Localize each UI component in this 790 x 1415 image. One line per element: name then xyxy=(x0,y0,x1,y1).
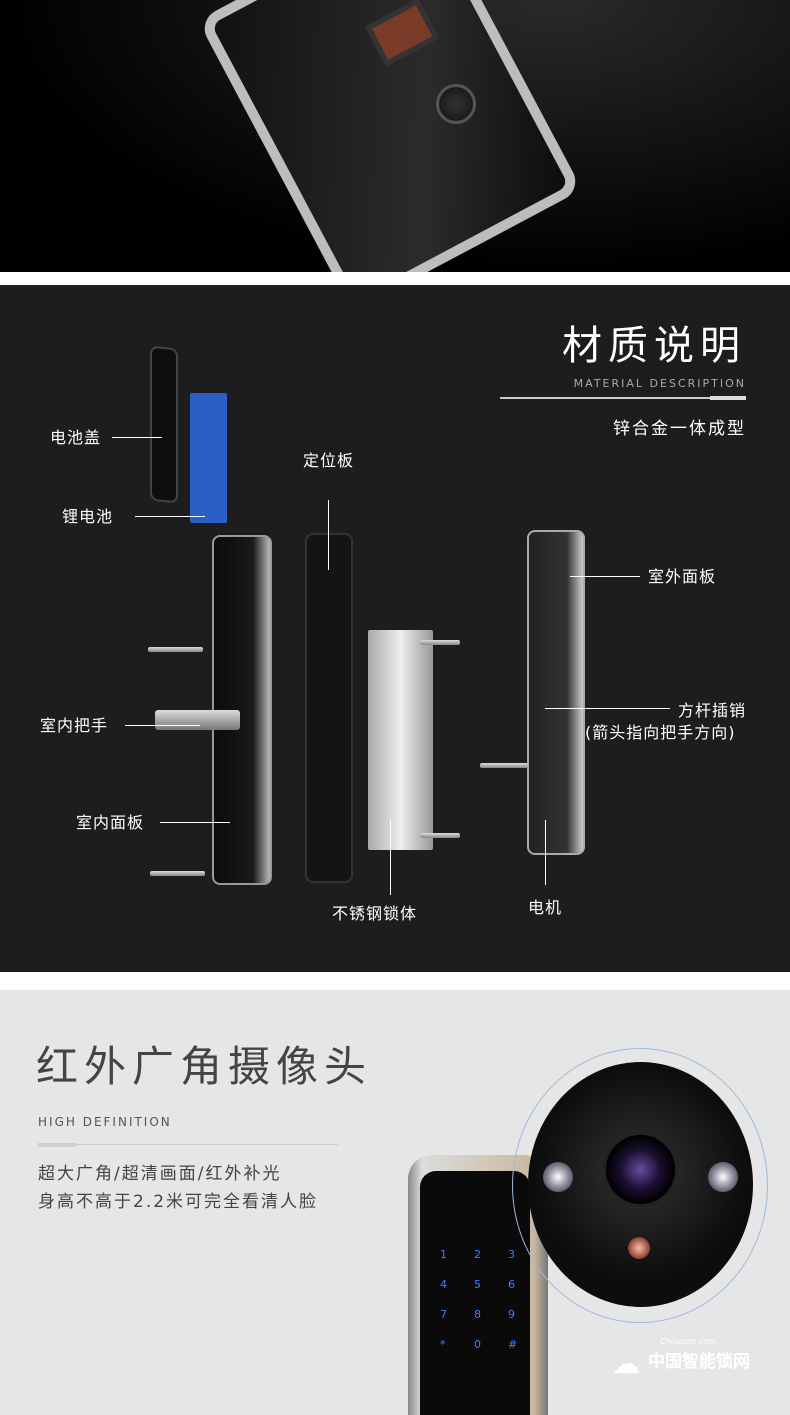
leader-line xyxy=(390,820,391,895)
keypad-key[interactable]: 2 xyxy=(474,1248,481,1261)
screw xyxy=(480,763,528,768)
material-section: 材质说明 MATERIAL DESCRIPTION 锌合金一体成型 电池盖 锂电… xyxy=(0,285,790,972)
label-square-pin: 方杆插销 xyxy=(678,701,747,720)
keypad-key[interactable]: 6 xyxy=(508,1278,515,1291)
section-title: 材质说明 xyxy=(562,323,746,369)
screw xyxy=(150,871,205,876)
watermark-text: 中国智能锁网 xyxy=(648,1352,750,1372)
watermark-sub: Chinazns.com xyxy=(660,1337,716,1346)
keypad-key[interactable]: 0 xyxy=(474,1338,481,1351)
ir-led-right xyxy=(708,1162,738,1192)
label-indoor-handle: 室内把手 xyxy=(40,716,109,735)
camera-section: 红外广角摄像头 HIGH DEFINITION 超大广角/超清画面/红外补光 身… xyxy=(0,990,790,1415)
ir-led-left xyxy=(543,1162,573,1192)
positioning-plate xyxy=(305,533,353,883)
material-desc: 锌合金一体成型 xyxy=(613,419,746,439)
outdoor-panel xyxy=(527,530,585,855)
label-lock-body: 不锈钢锁体 xyxy=(332,904,418,923)
indoor-handle xyxy=(155,710,240,730)
keypad-key[interactable]: 9 xyxy=(508,1308,515,1321)
divider xyxy=(38,1144,338,1145)
camera-lens xyxy=(603,1132,678,1207)
leader-line xyxy=(545,820,546,885)
leader-line xyxy=(545,708,670,709)
label-outdoor-panel: 室外面板 xyxy=(648,567,717,586)
leader-line xyxy=(160,822,230,823)
screw xyxy=(420,640,460,645)
section-subtitle: MATERIAL DESCRIPTION xyxy=(573,377,746,390)
leader-line xyxy=(135,516,205,517)
keypad-key[interactable]: 3 xyxy=(508,1248,515,1261)
keypad-key[interactable]: * xyxy=(440,1338,446,1351)
camera-zoom-ring xyxy=(512,1048,768,1323)
leader-line xyxy=(125,725,200,726)
battery-cover xyxy=(150,345,178,504)
product-photo-top xyxy=(0,0,790,272)
screw xyxy=(420,833,460,838)
camera-zoom-view xyxy=(528,1062,753,1307)
screw xyxy=(148,647,203,652)
feature-line-1: 超大广角/超清画面/红外补光 xyxy=(38,1164,282,1184)
label-motor: 电机 xyxy=(528,898,563,917)
keypad-key[interactable]: 7 xyxy=(440,1308,447,1321)
label-square-pin-note: (箭头指向把手方向) xyxy=(585,723,736,742)
lock-outdoor-panel xyxy=(408,1155,548,1415)
section-title: 红外广角摄像头 xyxy=(36,1042,373,1091)
label-indoor-panel: 室内面板 xyxy=(76,813,145,832)
divider xyxy=(500,397,746,399)
lithium-battery xyxy=(190,393,227,523)
divider-accent xyxy=(710,396,746,400)
cloud-logo-icon: ☁ xyxy=(612,1347,640,1380)
label-positioning-plate: 定位板 xyxy=(303,451,355,470)
light-sensor xyxy=(628,1237,650,1259)
touch-keypad xyxy=(420,1171,530,1415)
keypad-key[interactable]: 1 xyxy=(440,1248,447,1261)
leader-line xyxy=(328,500,329,570)
label-battery-cover: 电池盖 xyxy=(50,428,102,447)
keypad-key[interactable]: 5 xyxy=(474,1278,481,1291)
section-subtitle: HIGH DEFINITION xyxy=(38,1115,172,1129)
keypad-key[interactable]: 4 xyxy=(440,1278,447,1291)
lock-body xyxy=(368,630,433,850)
leader-line xyxy=(570,576,640,577)
divider-accent xyxy=(38,1143,76,1147)
camera-lens xyxy=(436,84,476,124)
keypad-key[interactable]: # xyxy=(508,1338,518,1351)
keypad-key[interactable]: 8 xyxy=(474,1308,481,1321)
leader-line xyxy=(112,437,162,438)
feature-line-2: 身高不高于2.2米可完全看清人脸 xyxy=(38,1192,319,1212)
label-lithium-battery: 锂电池 xyxy=(62,507,114,526)
